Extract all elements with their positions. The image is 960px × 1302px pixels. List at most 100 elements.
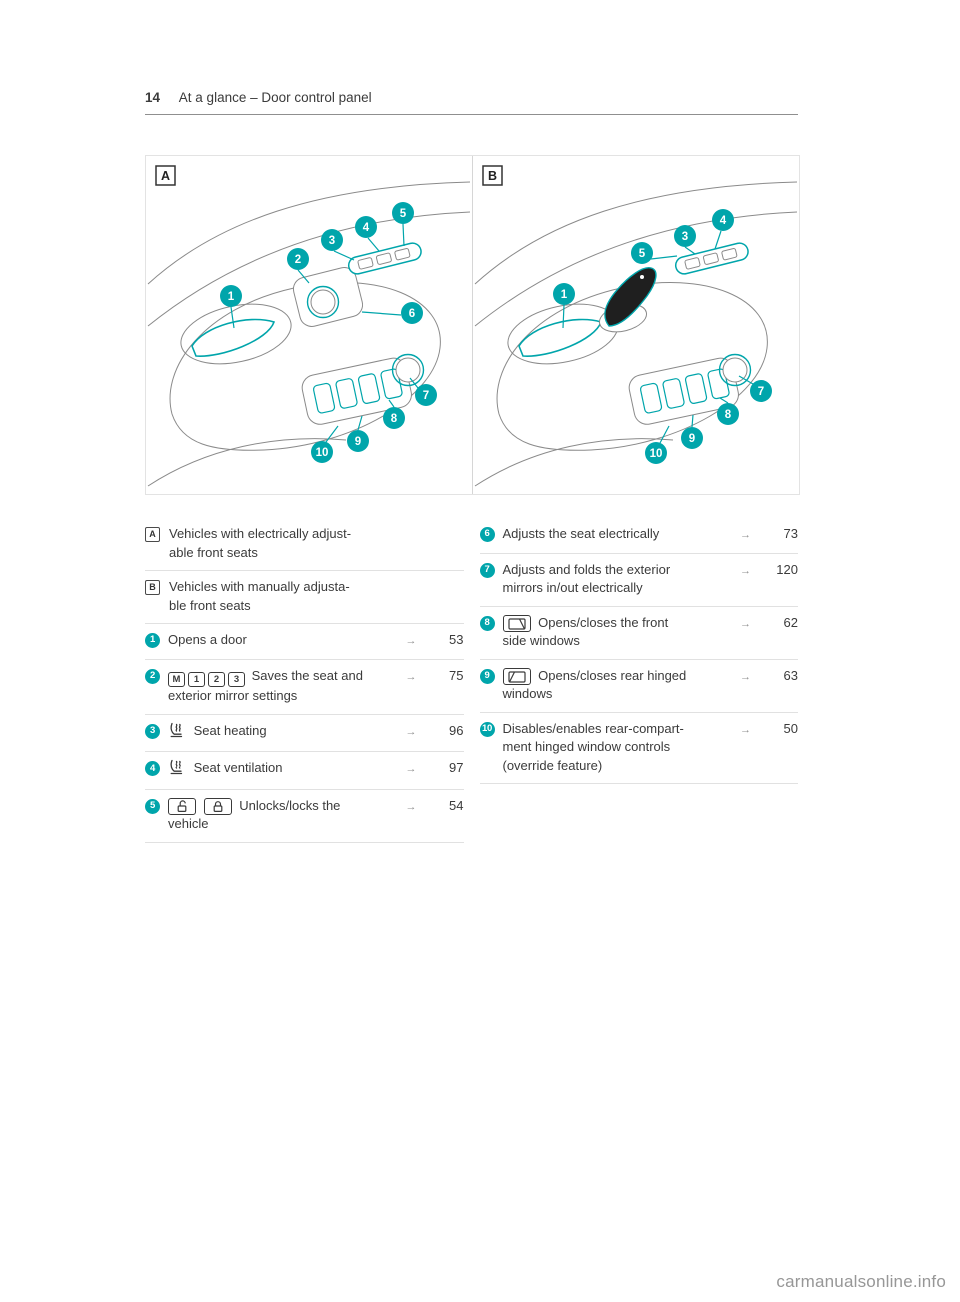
legend-item-4: 4 Seat ventilation → 97 bbox=[145, 752, 464, 790]
svg-text:7: 7 bbox=[758, 386, 764, 398]
legend-text: Vehicles with electrically adjust- able … bbox=[169, 526, 352, 560]
svg-text:1: 1 bbox=[561, 289, 568, 301]
legend-item-1: 1 Opens a door → 53 bbox=[145, 624, 464, 660]
callouts-panel-b: 1 5 3 4 7 8 9 10 bbox=[553, 209, 772, 464]
page-ref-arrow: → bbox=[405, 670, 417, 683]
page-ref: 97 bbox=[449, 760, 464, 776]
panel-a-label: A bbox=[155, 165, 176, 186]
callout-10: 10 bbox=[311, 441, 333, 463]
memory-3-key: 3 bbox=[228, 672, 245, 688]
memory-m-key: M bbox=[168, 672, 185, 688]
page-ref: 73 bbox=[783, 526, 798, 541]
callout-5: 5 bbox=[631, 242, 653, 264]
page-ref: 96 bbox=[449, 722, 464, 738]
legend-item-9: 9 Opens/closes rear hinged windows → 63 bbox=[479, 660, 798, 713]
page-number: 14 bbox=[145, 90, 161, 105]
window-front-icon bbox=[502, 615, 531, 632]
callout-3: 3 bbox=[321, 229, 343, 251]
legend-text: Saves the seat and exterior mirror setti… bbox=[168, 667, 363, 704]
panel-a-marker: A bbox=[145, 527, 160, 542]
page-ref-arrow: → bbox=[740, 617, 751, 630]
page-title: At a glance – Door control panel bbox=[178, 90, 372, 105]
legend-text: Adjusts and folds the exterior mirrors i… bbox=[502, 561, 671, 596]
legend-text: Adjusts the seat electrically bbox=[502, 526, 660, 541]
page-ref-arrow: → bbox=[740, 670, 751, 683]
page-ref: 53 bbox=[449, 632, 464, 647]
svg-text:3: 3 bbox=[329, 235, 335, 247]
svg-text:2: 2 bbox=[295, 254, 301, 266]
svg-text:9: 9 bbox=[355, 436, 361, 448]
legend-text: Opens/closes the front side windows bbox=[502, 614, 669, 649]
memory-2-key: 2 bbox=[208, 672, 225, 688]
page-ref-arrow: → bbox=[405, 725, 417, 738]
door-handle-b bbox=[518, 318, 603, 357]
page-ref: 63 bbox=[783, 667, 798, 683]
trim-switch-b bbox=[674, 242, 749, 275]
svg-text:5: 5 bbox=[400, 208, 407, 220]
callout-9-marker: 9 bbox=[479, 668, 495, 684]
page-ref-arrow: → bbox=[740, 529, 751, 541]
svg-text:7: 7 bbox=[423, 390, 429, 402]
door-panel-illustration: 1 2 3 4 5 6 7 8 9 10 A bbox=[147, 156, 798, 494]
callout-4: 4 bbox=[355, 216, 377, 238]
callout-7-marker: 7 bbox=[479, 562, 495, 578]
legend-text: Unlocks/locks the vehicle bbox=[168, 797, 341, 832]
legend-text: Opens/closes rear hinged windows bbox=[502, 667, 687, 702]
legend-right-column: 6 Adjusts the seat electrically → 73 7 A… bbox=[479, 518, 798, 843]
page-ref: 75 bbox=[449, 667, 464, 683]
unlock-icon bbox=[168, 797, 196, 815]
legend-item-7: 7 Adjusts and folds the exterior mirrors… bbox=[479, 554, 798, 607]
svg-text:3: 3 bbox=[682, 231, 688, 243]
callout-2-marker: 2 bbox=[145, 668, 160, 684]
svg-text:4: 4 bbox=[720, 215, 727, 227]
callout-2: 2 bbox=[287, 248, 309, 270]
svg-text:8: 8 bbox=[391, 413, 398, 425]
page-ref: 120 bbox=[776, 561, 798, 577]
callout-1: 1 bbox=[220, 285, 242, 307]
legend-item-3: 3 Seat heating → 96 bbox=[145, 715, 464, 753]
legend-item-a: A Vehicles with electrically adjust- abl… bbox=[145, 518, 464, 571]
callout-9: 9 bbox=[347, 430, 369, 452]
page-ref: 54 bbox=[449, 797, 464, 813]
svg-text:10: 10 bbox=[650, 448, 663, 460]
window-switch-cluster-a bbox=[301, 353, 425, 425]
window-rear-icon bbox=[502, 668, 531, 685]
callout-10-marker: 10 bbox=[479, 721, 495, 737]
panel-b-illustration: 1 5 3 4 7 8 9 10 B bbox=[474, 165, 798, 487]
door-panel-figure: 1 2 3 4 5 6 7 8 9 10 A bbox=[145, 155, 800, 495]
legend-item-5: 5 Unlocks/locks the vehicle → 54 bbox=[145, 790, 464, 843]
memory-1-key: 1 bbox=[188, 672, 205, 688]
svg-text:9: 9 bbox=[689, 433, 695, 445]
callout-1: 1 bbox=[553, 283, 575, 305]
callout-6: 6 bbox=[401, 302, 423, 324]
page-ref-arrow: → bbox=[405, 635, 417, 647]
mirror-adjust-switch-a bbox=[292, 267, 364, 327]
svg-text:6: 6 bbox=[409, 308, 415, 320]
callouts-panel-a: 1 2 3 4 5 6 7 8 9 10 bbox=[220, 202, 437, 463]
callout-10: 10 bbox=[645, 442, 667, 464]
legend-left-column: A Vehicles with electrically adjust- abl… bbox=[145, 518, 464, 843]
callout-3: 3 bbox=[674, 225, 696, 247]
legend-item-10: 10 Disables/enables rear-compart- ment h… bbox=[479, 713, 798, 784]
window-switch-cluster-b bbox=[628, 353, 752, 425]
callout-8: 8 bbox=[717, 403, 739, 425]
svg-text:B: B bbox=[488, 169, 497, 183]
page-header: 14 At a glance – Door control panel bbox=[145, 90, 798, 115]
site-watermark: carmanualsonline.info bbox=[776, 1272, 946, 1291]
panel-a-illustration: 1 2 3 4 5 6 7 8 9 10 A bbox=[147, 165, 471, 487]
callout-1-marker: 1 bbox=[145, 633, 160, 648]
callout-5: 5 bbox=[392, 202, 414, 224]
door-handle-a bbox=[191, 318, 276, 357]
svg-text:1: 1 bbox=[228, 291, 235, 303]
legend: A Vehicles with electrically adjust- abl… bbox=[145, 518, 798, 843]
manual-mirror-joystick-b bbox=[599, 267, 657, 333]
svg-text:4: 4 bbox=[363, 222, 370, 234]
svg-text:A: A bbox=[161, 169, 170, 183]
callout-9: 9 bbox=[681, 427, 703, 449]
svg-text:5: 5 bbox=[639, 248, 646, 260]
legend-item-8: 8 Opens/closes the front side windows → … bbox=[479, 607, 798, 660]
legend-item-b: B Vehicles with manually adjusta- ble fr… bbox=[145, 571, 464, 624]
svg-text:8: 8 bbox=[725, 409, 732, 421]
callout-3-marker: 3 bbox=[145, 723, 160, 739]
